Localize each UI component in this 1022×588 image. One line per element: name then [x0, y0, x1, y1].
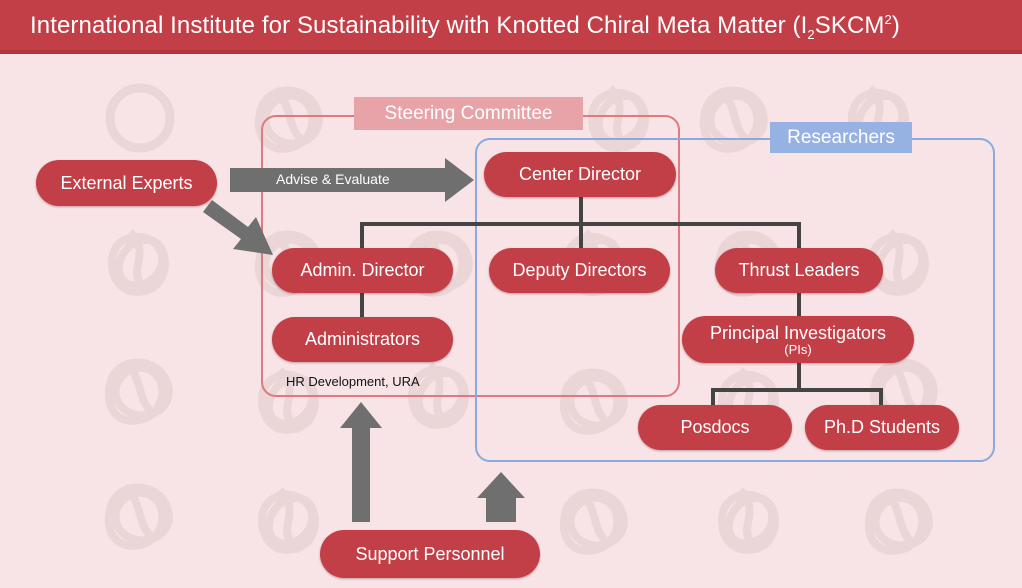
posdocs-node: Posdocs: [638, 405, 792, 450]
researchers-box: [475, 138, 995, 462]
advise-evaluate-label: Advise & Evaluate: [276, 171, 390, 187]
center-director-node: Center Director: [484, 152, 676, 197]
page-title: International Institute for Sustainabili…: [30, 12, 900, 42]
admin-director-node: Admin. Director: [272, 248, 453, 293]
hr-development-note: HR Development, URA: [286, 374, 420, 389]
principal-investigators-node: Principal Investigators (PIs): [682, 316, 914, 363]
support-to-admin-arrow: [340, 402, 382, 522]
title-banner: International Institute for Sustainabili…: [0, 0, 1022, 54]
phd-students-node: Ph.D Students: [805, 405, 959, 450]
researchers-label: Researchers: [770, 122, 912, 153]
principal-investigators-label: Principal Investigators: [709, 322, 887, 343]
administrators-node: Administrators: [272, 317, 453, 362]
advise-evaluate-arrow: [230, 158, 474, 202]
thrust-leaders-node: Thrust Leaders: [715, 248, 883, 293]
org-connectors: [360, 196, 883, 410]
steering-committee-label: Steering Committee: [354, 97, 583, 130]
external-experts-node: External Experts: [36, 160, 217, 206]
deputy-directors-node: Deputy Directors: [489, 248, 670, 293]
experts-to-admin-arrow: [203, 200, 273, 255]
support-to-researchers-arrow: [477, 472, 525, 522]
principal-investigators-abbr: (PIs): [784, 341, 812, 357]
support-personnel-node: Support Personnel: [320, 530, 540, 578]
